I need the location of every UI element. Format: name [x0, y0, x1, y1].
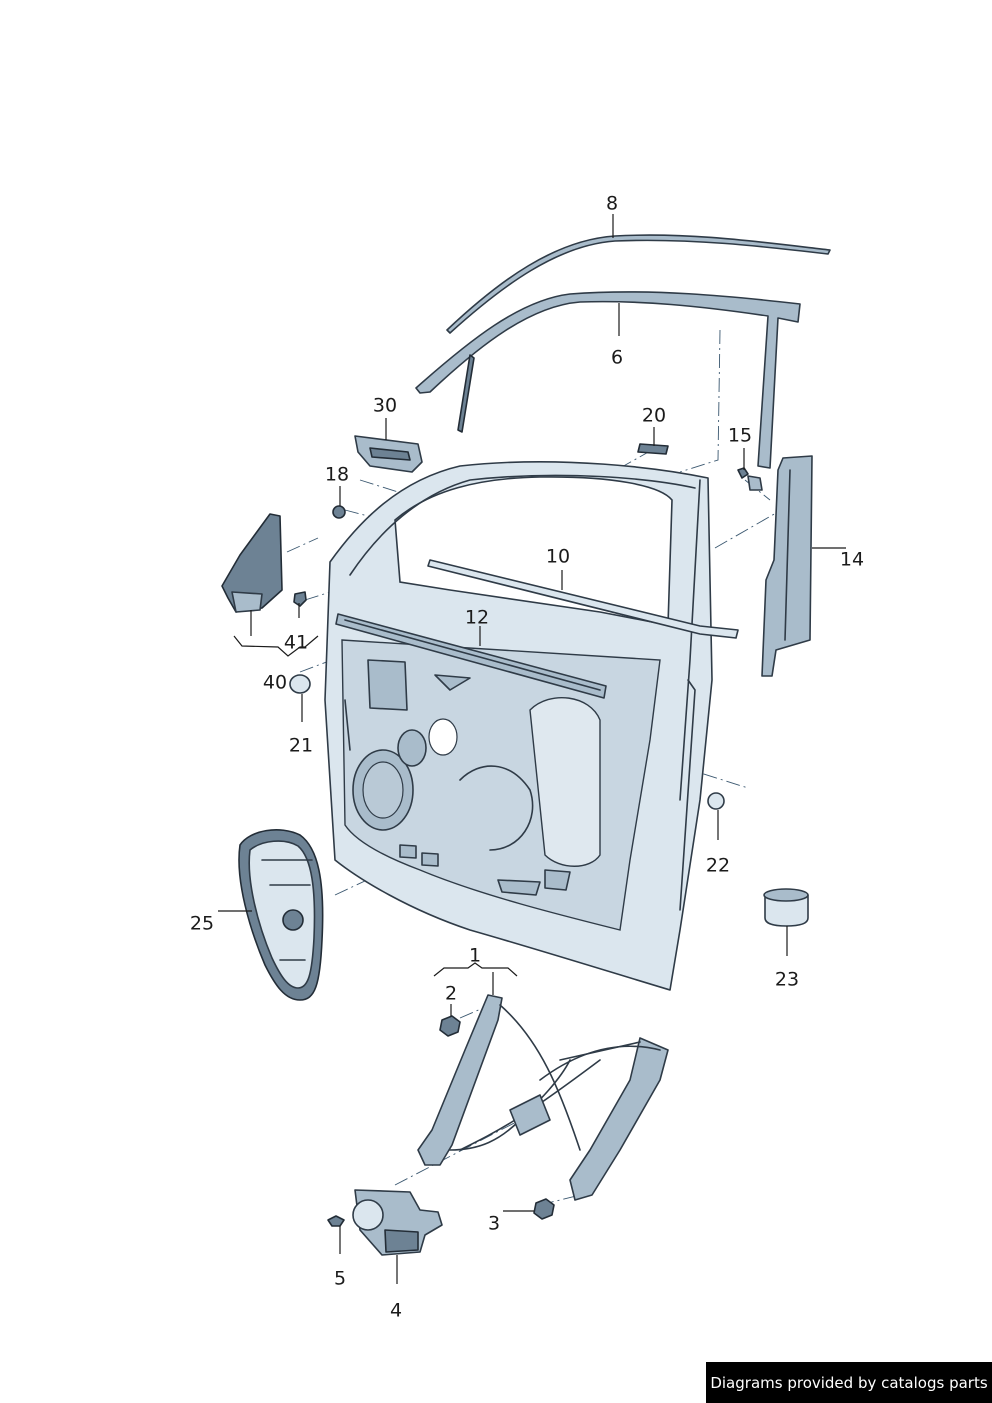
callout-22: 22	[706, 855, 730, 877]
part-41-triangle-trim	[221, 513, 307, 613]
part-5-bolt	[327, 1215, 345, 1227]
callout-20: 20	[642, 405, 666, 427]
callout-10: 10	[546, 546, 570, 568]
part-12-waist-seal	[335, 613, 607, 699]
callout-3: 3	[488, 1213, 500, 1235]
callout-12: 12	[465, 607, 489, 629]
part-4-window-motor	[352, 1189, 443, 1256]
callout-30: 30	[373, 395, 397, 417]
callout-18: 18	[325, 464, 349, 486]
part-18-nut	[332, 505, 346, 519]
part-20-pad	[637, 443, 669, 455]
part-1-window-regulator	[417, 994, 669, 1201]
callout-14: 14	[840, 549, 864, 571]
callout-8: 8	[606, 193, 618, 215]
door-shell	[324, 461, 713, 991]
callout-25: 25	[190, 913, 214, 935]
regulator-nuts	[439, 1015, 555, 1220]
callout-21: 21	[289, 735, 313, 757]
callout-41: 41	[284, 632, 308, 654]
footer-credit-banner: Diagrams provided by catalogs parts	[706, 1362, 992, 1403]
callout-6: 6	[611, 347, 623, 369]
callout-4: 4	[390, 1300, 402, 1322]
leader-lines	[218, 214, 846, 1284]
callout-1: 1	[469, 945, 481, 967]
part-10-window-channel	[427, 559, 739, 639]
part-23-foam-ring	[763, 888, 809, 927]
part-25-door-panel-frame	[238, 829, 324, 1001]
callout-5: 5	[334, 1268, 346, 1290]
callout-2: 2	[445, 983, 457, 1005]
part-15-clip	[737, 467, 763, 491]
callout-15: 15	[728, 425, 752, 447]
footer-credit-text: Diagrams provided by catalogs parts	[710, 1373, 988, 1392]
callout-labels: 8 6 30 20 15 18 10 14 12 41 40 21 22 25 …	[190, 193, 864, 1322]
part-6-frame-seal	[415, 291, 801, 469]
callout-40: 40	[263, 672, 287, 694]
callout-23: 23	[775, 969, 799, 991]
grommets	[289, 674, 725, 810]
part-8-roof-trim	[446, 234, 831, 334]
part-14-door-seal-strip	[761, 455, 813, 677]
part-30-mirror-bracket	[354, 435, 423, 473]
